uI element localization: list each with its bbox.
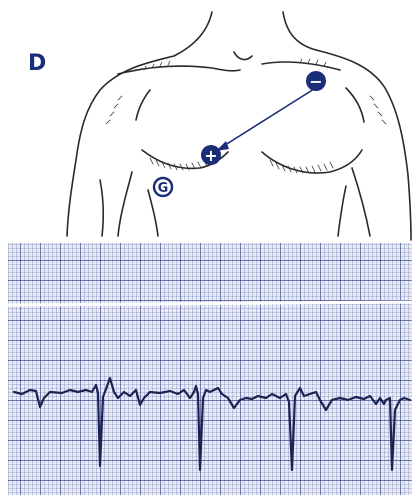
right-inner-arm xyxy=(352,168,370,236)
positive-symbol: + xyxy=(204,146,217,165)
ecg-strip xyxy=(8,243,412,495)
left-abdomen-line xyxy=(148,190,158,236)
left-chest-crease xyxy=(136,90,150,120)
negative-symbol: − xyxy=(309,72,322,91)
lead-vector-arrow xyxy=(216,89,314,151)
left-shoulder-line xyxy=(67,56,174,236)
positive-electrode: + xyxy=(201,145,221,165)
right-chest-crease xyxy=(346,88,364,122)
ground-label: G xyxy=(158,181,169,196)
right-clavicle xyxy=(262,62,340,70)
left-inner-arm xyxy=(118,172,132,236)
panel-label: D xyxy=(28,51,46,76)
sternal-notch xyxy=(234,52,252,59)
negative-electrode: − xyxy=(306,71,326,91)
neck-left-line xyxy=(174,12,212,56)
right-shoulder-line xyxy=(316,50,411,240)
ecg-grid xyxy=(8,243,412,495)
left-arm-crease xyxy=(100,180,103,236)
torso-outline xyxy=(67,12,411,240)
neck-right-line xyxy=(283,12,316,50)
right-abdomen-line xyxy=(338,186,346,236)
right-pectoral-line xyxy=(262,150,362,173)
torso-shading xyxy=(106,59,386,173)
ground-electrode: G xyxy=(154,178,172,196)
